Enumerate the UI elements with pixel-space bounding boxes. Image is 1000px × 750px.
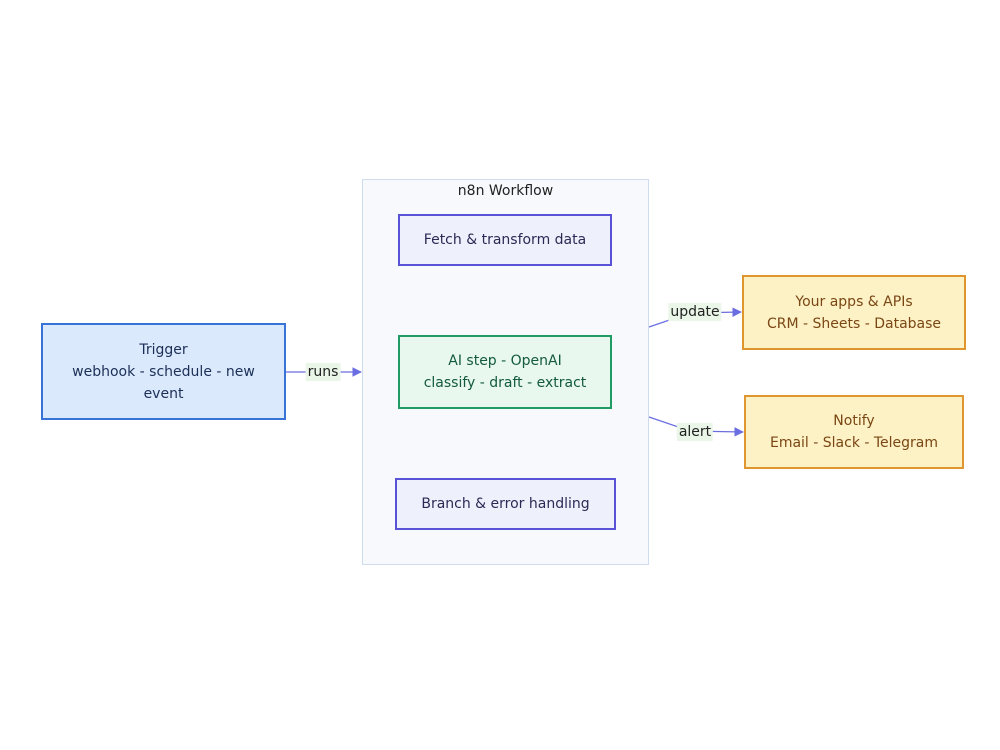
apps-title: Your apps & APIs (795, 293, 913, 310)
notify-node[interactable]: Notify Email - Slack - Telegram (744, 395, 964, 469)
trigger-title: Trigger (139, 341, 188, 358)
apps-subtitle: CRM - Sheets - Database (766, 315, 942, 332)
edge-label-alert: alert (676, 423, 714, 441)
workflow-title: n8n Workflow (457, 183, 554, 199)
ai-step-subtitle: classify - draft - extract (423, 375, 587, 391)
fetch-node[interactable]: Fetch & transform data (398, 214, 612, 266)
edge-label-update: update (668, 303, 722, 321)
branch-node[interactable]: Branch & error handling (395, 478, 616, 530)
ai-step-title: AI step - OpenAI (448, 353, 562, 369)
trigger-subtitle: webhook - schedule - new event (72, 363, 255, 402)
notify-title: Notify (833, 413, 875, 429)
ai-step-node[interactable]: AI step - OpenAI classify - draft - extr… (398, 335, 612, 409)
notify-subtitle: Email - Slack - Telegram (769, 435, 939, 451)
edge-label-runs: runs (305, 363, 341, 381)
trigger-node[interactable]: Trigger webhook - schedule - new event (41, 323, 286, 420)
fetch-label: Fetch & transform data (423, 232, 587, 248)
apps-node[interactable]: Your apps & APIs CRM - Sheets - Database (742, 275, 966, 350)
branch-label: Branch & error handling (421, 496, 590, 512)
